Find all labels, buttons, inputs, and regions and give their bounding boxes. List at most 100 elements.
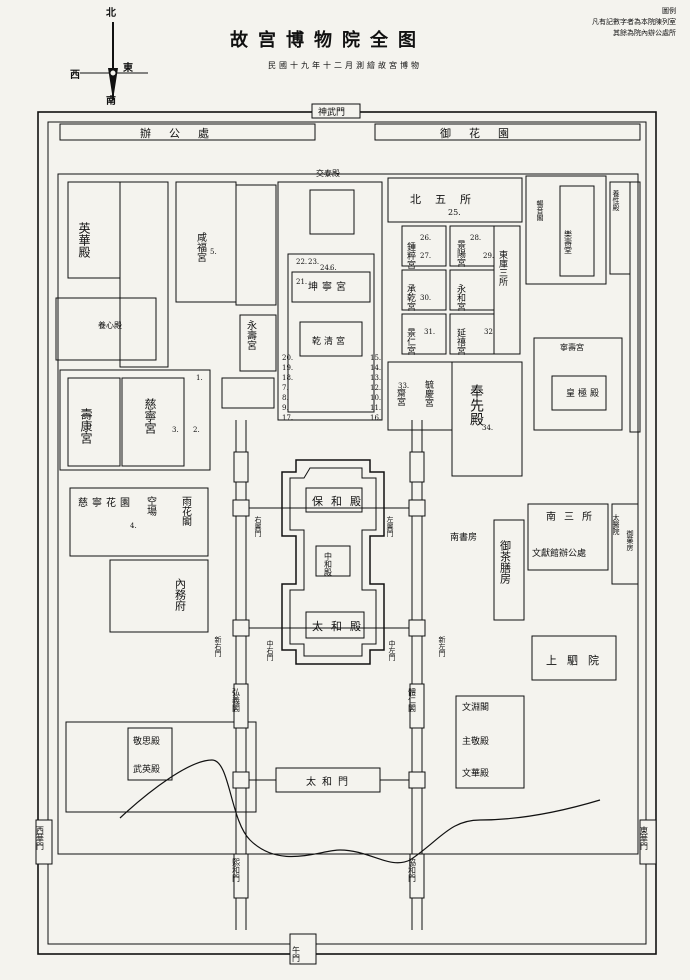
east-offices [455, 503, 639, 789]
fengxian-label: 奉先殿 [468, 384, 484, 426]
chengqian-label: 承乾宮 [405, 284, 416, 312]
num-13: 13. [370, 374, 381, 382]
golden-water-stream [119, 759, 601, 864]
kongchang-label: 空場 [145, 495, 157, 517]
gate-boxes [232, 451, 426, 899]
wenyuange-label: 文淵閣 [462, 701, 489, 713]
kunning-label: 坤寧宮 [308, 280, 350, 293]
num-32: 32. [484, 328, 495, 336]
gate-west-label: 西華門 [36, 826, 45, 851]
num-33: 33. [398, 382, 409, 390]
num-6: 6. [330, 264, 337, 272]
yuqing-label: 毓慶宮 [423, 379, 434, 408]
huangji-label: 皇極殿 [566, 387, 602, 399]
legend-heading: 圖例 [662, 7, 676, 15]
taihemen-label: 太和門 [306, 775, 354, 788]
band-west-label: 辦公處 [140, 126, 227, 140]
outer-court-terrace [281, 459, 385, 665]
num-1: 1. [196, 374, 203, 382]
hongyi-label: 弘義閣 [232, 688, 241, 713]
num-5: 5. [210, 248, 217, 256]
baohe-label: 保和殿 [312, 494, 369, 508]
xianfu-label: 咸福宮 [195, 232, 207, 263]
yangxin-label: 養心殿 [98, 320, 122, 330]
north-gate: 神武門 [311, 103, 361, 119]
num25-label: 25. [448, 208, 461, 217]
compass-west: 西 [70, 69, 80, 81]
num-24: 24. [320, 264, 331, 272]
cixi-label: 慈寧宮 [143, 397, 157, 434]
map-title: 故宫博物院全图 [230, 30, 426, 51]
inner-court [277, 181, 383, 421]
num-14: 14. [370, 364, 381, 372]
taiyiyuan-label: 太醫院 [612, 513, 620, 536]
num-15: 15. [370, 354, 381, 362]
tiren-label: 體仁閣 [408, 687, 417, 713]
zhai-label: 齋宮 [395, 387, 406, 407]
jingyang-label: 景陽宮 [455, 240, 466, 268]
compass-south: 南 [106, 94, 116, 107]
zuoyimen-label: 左翼門 [386, 515, 394, 538]
yangxing-label: 養性殿 [612, 189, 620, 212]
jiaotai-label: 交泰殿 [316, 168, 340, 178]
num-17: 17. [282, 414, 293, 422]
zhongzuomen-label: 中左門 [388, 639, 396, 662]
compass-north: 北 [106, 6, 116, 19]
num-34: 34. [482, 424, 493, 432]
num-16: 16. [370, 414, 381, 422]
yanxi-label: 延禧宮 [455, 327, 466, 356]
num-4: 4. [130, 522, 137, 530]
qianqing-label: 乾清宮 [312, 335, 348, 347]
num-30: 30. [420, 294, 431, 302]
num-12: 12. [370, 384, 381, 392]
yuyaofang-label: 御藥房 [626, 529, 634, 552]
shangsi-label: 上駟院 [546, 653, 609, 667]
nanshu-label: 南書房 [450, 531, 477, 543]
num-7: 7. [282, 384, 289, 392]
gate-north-label: 神武門 [318, 106, 345, 118]
neiwu-label: 內務府 [174, 578, 187, 612]
jingsi-label: 敬思殿 [133, 735, 160, 747]
num-18: 18. [282, 374, 293, 382]
num-11: 11. [370, 404, 381, 412]
num-23: 23. [308, 258, 319, 266]
gate-east-label: 東華門 [640, 825, 649, 851]
yinghua-label: 英華殿 [77, 222, 91, 258]
yonghe-label: 永和宮 [455, 283, 466, 312]
west-palaces [55, 181, 277, 813]
num-28: 28. [470, 234, 481, 242]
wuying-label: 武英殿 [133, 763, 160, 775]
xihe-label: 熙和門 [232, 858, 241, 883]
num-10: 10. [370, 394, 381, 402]
num-26: 26. [420, 234, 431, 242]
num-20: 20. [282, 354, 293, 362]
ningshou-complex [525, 175, 641, 433]
sanzuo-label: 雨花閣 [180, 496, 192, 527]
num-2: 2. [193, 426, 200, 434]
nansansuo-label: 南三所 [546, 510, 600, 523]
leshou-label: 樂壽堂 [564, 229, 573, 254]
num-19: 19. [282, 364, 293, 372]
changyin-label: 暢音閣 [536, 199, 544, 222]
wenhua-label: 文華殿 [462, 767, 489, 779]
num-22: 22. [296, 258, 307, 266]
num-29: 29. [483, 252, 494, 260]
jingren-label: 景仁宮 [405, 328, 416, 356]
yuchashan-label: 御茶膳房 [499, 539, 512, 585]
top-bands: 辦公處 御花園 [59, 123, 641, 141]
num-27: 27. [420, 252, 431, 260]
north-five-label: 北五所 [410, 193, 485, 206]
cininghuayuan-label: 慈寧花園 [78, 496, 134, 509]
zhongcui-label: 鍾粹宮 [405, 241, 416, 270]
num-9: 9. [282, 404, 289, 412]
num-31: 31. [424, 328, 435, 336]
xiehe-label: 協和門 [408, 857, 417, 883]
zhujing-label: 主敬殿 [462, 735, 489, 747]
zhongyoumen-label: 中右門 [266, 639, 274, 662]
compass-east: 東 [123, 61, 133, 74]
compass-rose: 北 東 西 南 [70, 6, 148, 107]
yongshou-label: 永壽宮 [245, 319, 257, 351]
exhibit-numbers: 1. 2. 3. 4. 5. 6. 7. 8. 9. 10. 11. 12. 1… [130, 234, 495, 530]
gate-south-label: 午門 [292, 945, 301, 963]
